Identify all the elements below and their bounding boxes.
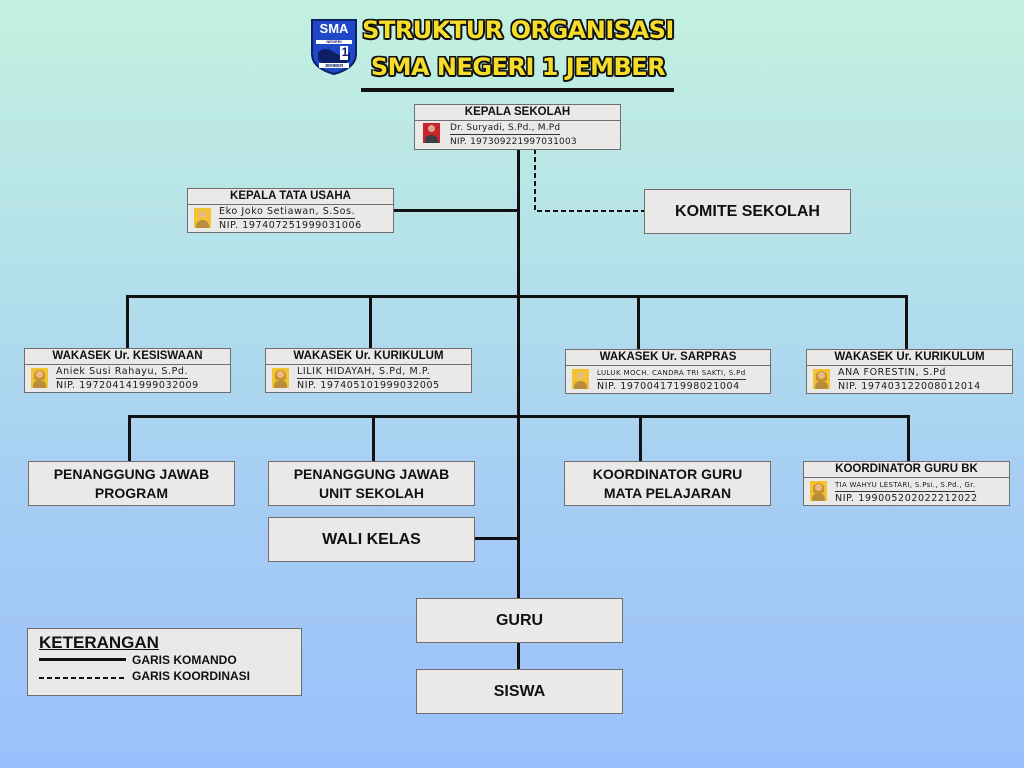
legend-box: KETERANGAN GARIS KOMANDO GARIS KOORDINAS… [27,628,302,696]
guru-siswa-connector [517,642,520,670]
kepala-tata-usaha-box: KEPALA TATA USAHA Eko Joko Setiawan, S.S… [187,188,394,233]
school-logo: SMA NEGERI 1 JEMBER [310,18,358,76]
komite-sekolah-box: KOMITE SEKOLAH [644,189,851,234]
penanggung-jawab-unit-box: PENANGGUNG JAWAB UNIT SEKOLAH [268,461,475,506]
koord-mapel-drop [639,415,642,462]
wakasek-kesiswaan-name: Aniek Susi Rahayu, S.Pd. [56,366,189,379]
kepala-sekolah-name: Dr. Suryadi, S.Pd., M.Pd [450,123,561,135]
kepala-tata-usaha-nip: NIP. 197407251999031006 [219,220,362,231]
pj-program-drop [128,415,131,462]
school-logo-icon [311,19,357,76]
wakasek-2-drop [369,295,372,350]
kepala-tata-usaha-name: Eko Joko Setiawan, S.Sos. [219,206,356,219]
wali-kelas-connector [474,537,519,540]
kepala-tata-usaha-title: KEPALA TATA USAHA [188,189,393,205]
koordinator-bk-photo [810,481,827,501]
wakasek-kurikulum-2-title: WAKASEK Ur. KURIKULUM [807,350,1012,366]
wakasek-kesiswaan-photo [31,368,48,388]
komite-dashed-connector [534,149,646,212]
wakasek-kesiswaan-title: WAKASEK Ur. KESISWAAN [25,349,230,365]
pj-unit-drop [372,415,375,462]
wakasek-kurikulum-photo [272,368,289,388]
koord-bk-drop [907,415,910,462]
koordinator-bk-name: TIA WAHYU LESTARI, S.Psi., S.Pd., Gr. [835,479,976,492]
wakasek-kurikulum-2-photo [813,369,830,389]
wakasek-1-drop [126,295,129,350]
lower-horizontal-line [128,415,910,418]
ktu-connector [393,209,519,212]
wakasek-sarpras-photo [572,369,589,389]
logo-text-negeri: NEGERI [326,39,342,44]
wali-kelas-box: WALI KELAS [268,517,475,562]
wakasek-kurikulum-nip: NIP. 197405101999032005 [297,380,440,391]
main-vertical-line [517,149,520,599]
page-title-line2: SMA NEGERI 1 JEMBER [370,53,666,81]
wakasek-kurikulum-title: WAKASEK Ur. KURIKULUM [266,349,471,365]
koordinator-bk-nip: NIP. 199005202022212022 [835,493,978,504]
koordinator-bk-title: KOORDINATOR GURU BK [804,462,1009,478]
wakasek-horizontal-line [126,295,908,298]
wakasek-sarpras-name: LULUK MOCH. CANDRA TRI SAKTI, S.Pd [597,367,746,380]
logo-text-sma: SMA [319,21,349,36]
wakasek-4-drop [905,295,908,350]
wakasek-kurikulum-2-name: ANA FORESTIN, S.Pd [838,367,947,380]
kepala-sekolah-photo [423,123,440,143]
logo-number: 1 [341,45,349,59]
legend-solid-line [39,658,126,661]
legend-koordinasi-label: GARIS KOORDINASI [132,669,251,683]
wakasek-sarpras-nip: NIP. 197004171998021004 [597,381,740,392]
page-title-line1: STRUKTUR ORGANISASI [362,16,674,44]
wakasek-3-drop [637,295,640,350]
title-underline [361,88,674,92]
wakasek-sarpras-title: WAKASEK Ur. SARPRAS [566,350,770,366]
wakasek-kurikulum-2-box: WAKASEK Ur. KURIKULUM ANA FORESTIN, S.Pd… [806,349,1013,394]
wakasek-kurikulum-name: LILIK HIDAYAH, S.Pd, M.P. [297,366,431,379]
logo-text-jember: JEMBER [324,63,344,68]
kepala-sekolah-nip: NIP. 197309221997031003 [450,137,577,147]
wakasek-kesiswaan-nip: NIP. 197204141999032009 [56,380,199,391]
legend-dashed-line [39,677,126,679]
legend-komando-label: GARIS KOMANDO [132,653,237,667]
kepala-sekolah-box: KEPALA SEKOLAH Dr. Suryadi, S.Pd., M.Pd … [414,104,621,150]
kepala-sekolah-title: KEPALA SEKOLAH [415,105,620,121]
wakasek-kesiswaan-box: WAKASEK Ur. KESISWAAN Aniek Susi Rahayu,… [24,348,231,393]
siswa-box: SISWA [416,669,623,714]
legend-title: KETERANGAN [39,633,159,652]
koordinator-bk-box: KOORDINATOR GURU BK TIA WAHYU LESTARI, S… [803,461,1010,506]
guru-box: GURU [416,598,623,643]
wakasek-kurikulum-2-nip: NIP. 197403122008012014 [838,381,981,392]
wakasek-kurikulum-box: WAKASEK Ur. KURIKULUM LILIK HIDAYAH, S.P… [265,348,472,393]
wakasek-sarpras-box: WAKASEK Ur. SARPRAS LULUK MOCH. CANDRA T… [565,349,771,394]
koordinator-mapel-box: KOORDINATOR GURU MATA PELAJARAN [564,461,771,506]
kepala-tata-usaha-photo [194,208,211,228]
penanggung-jawab-program-box: PENANGGUNG JAWAB PROGRAM [28,461,235,506]
